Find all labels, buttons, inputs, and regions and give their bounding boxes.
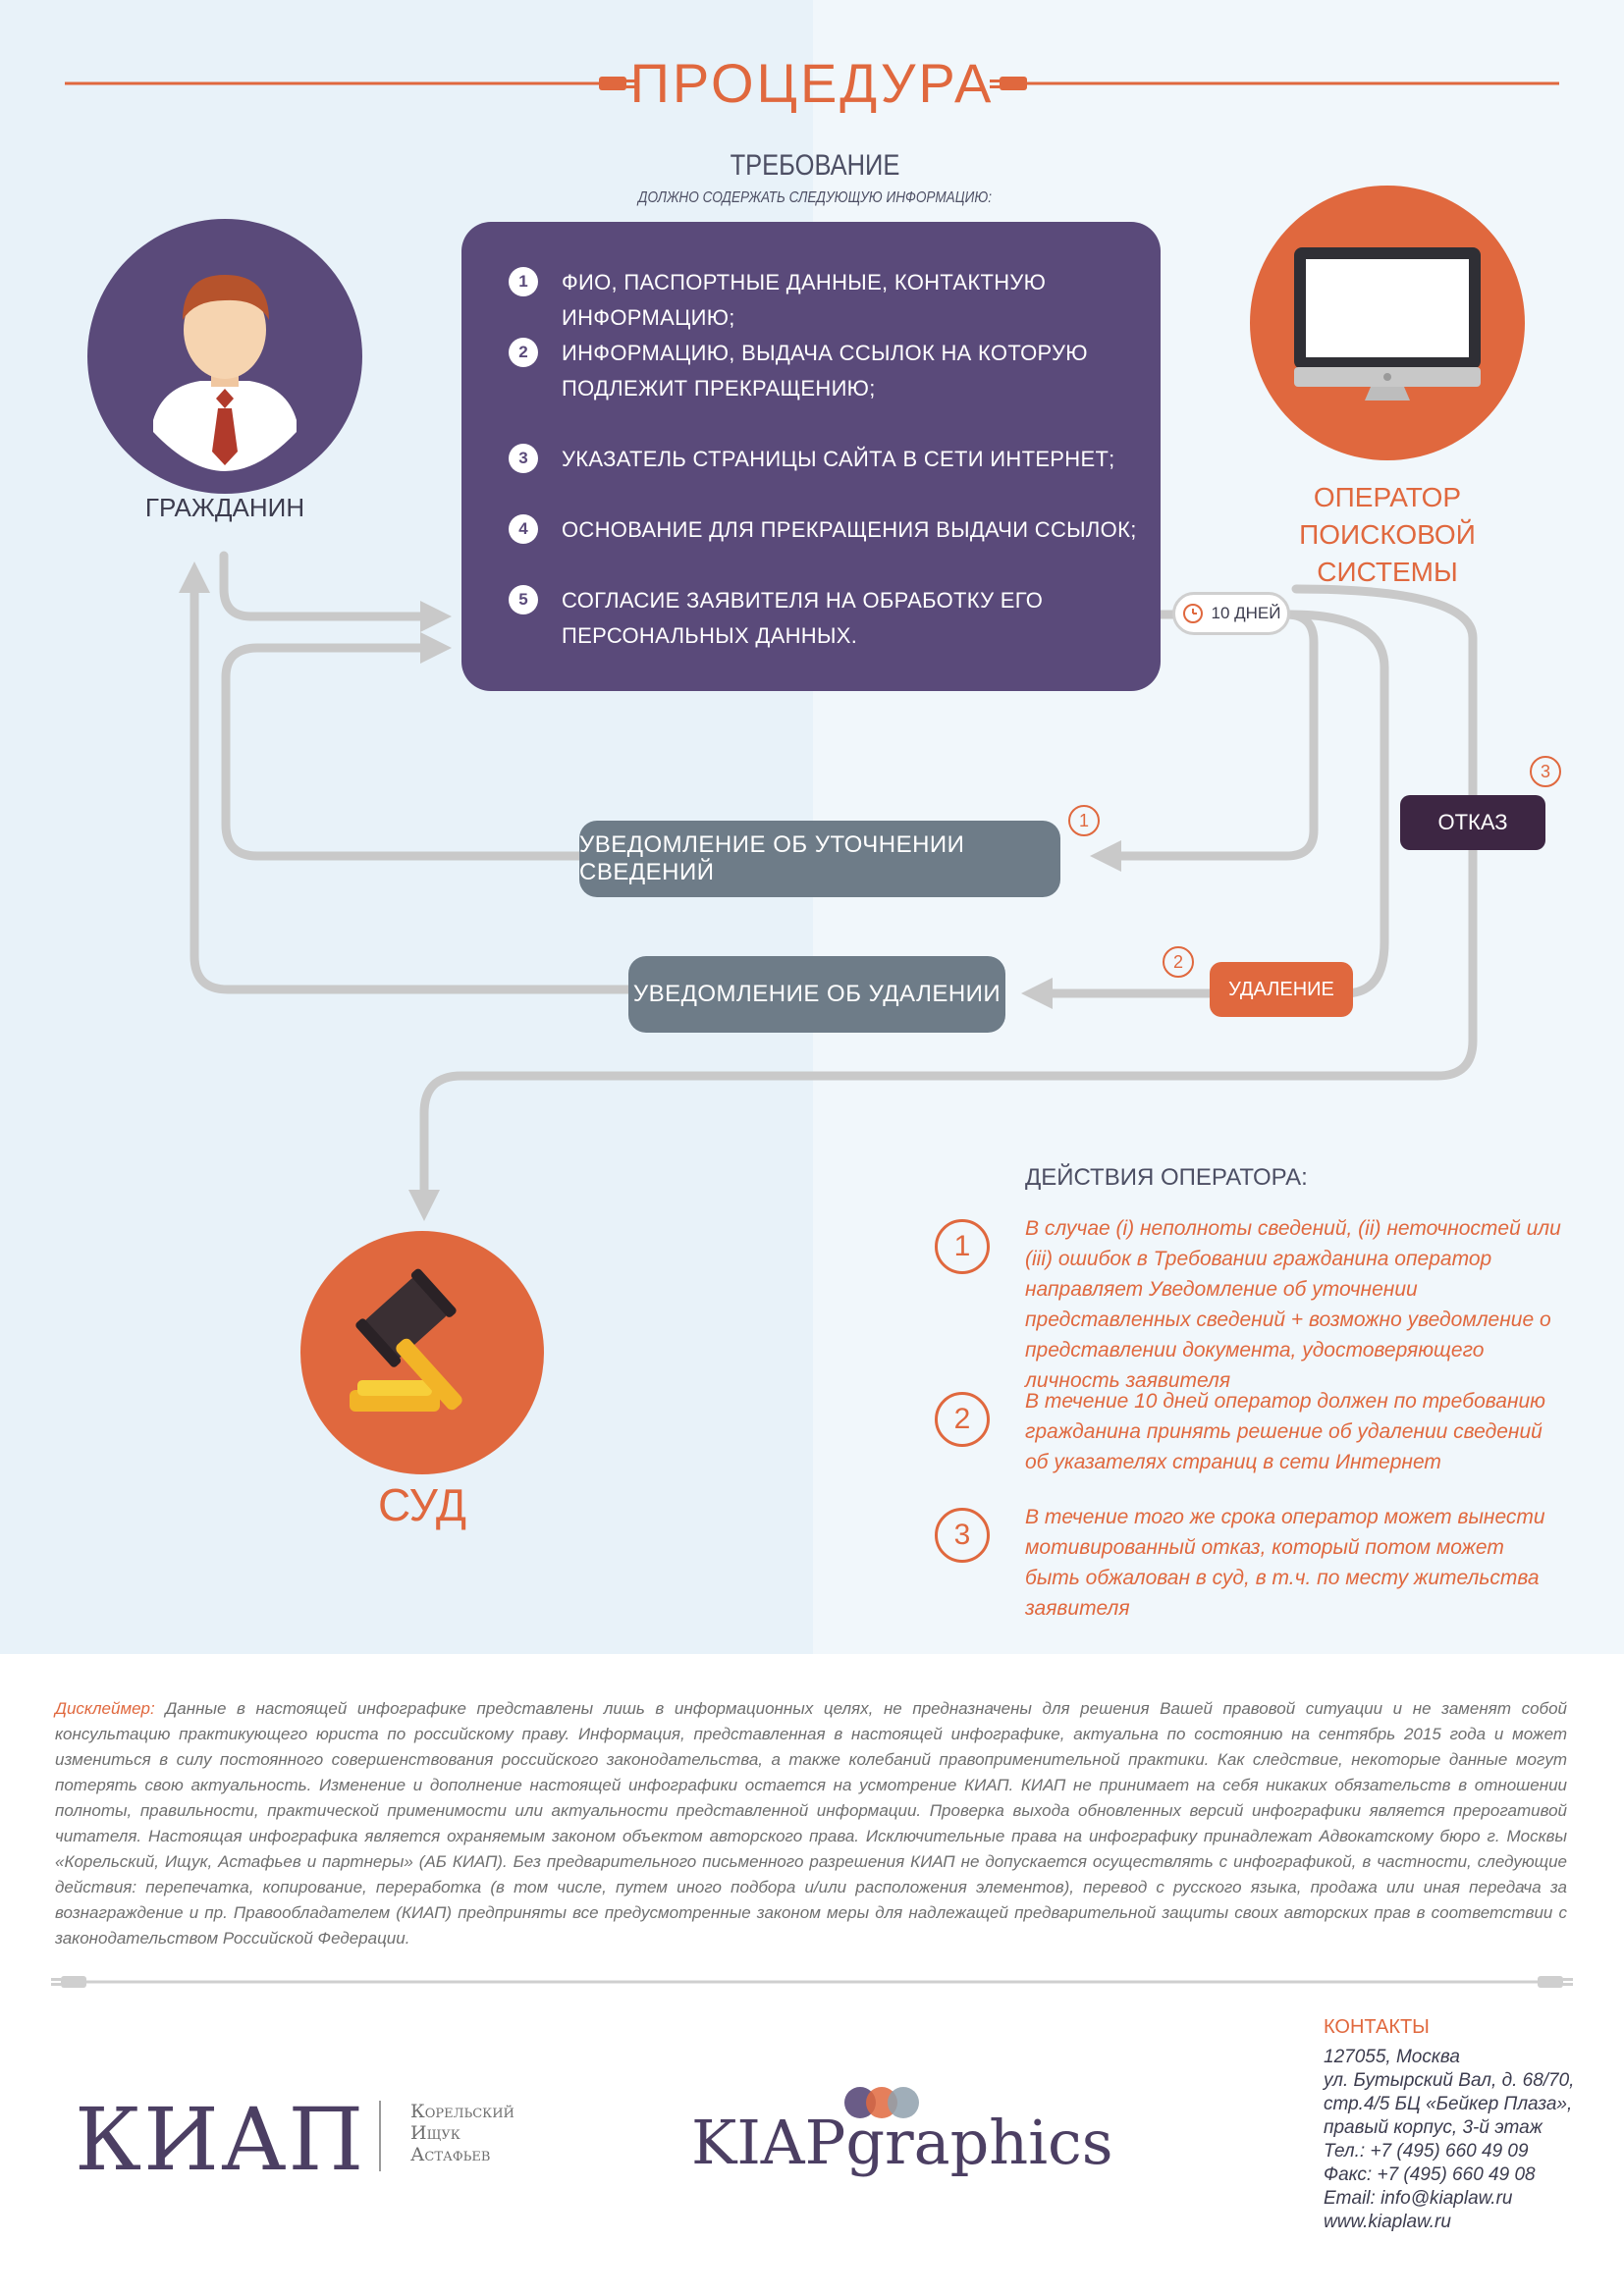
plug-left-icon <box>61 1976 86 1988</box>
contact-website[interactable]: www.kiaplaw.ru <box>1324 2212 1451 2232</box>
deadline-text: 10 ДНЕЙ <box>1211 604 1281 622</box>
requirement-item-text: согласие заявителя на обработку его перс… <box>562 588 1044 648</box>
arrow-clarify-loop <box>221 643 586 861</box>
action-text: В случае (i) неполноты сведений, (ii) не… <box>1025 1217 1561 1392</box>
operator-label: ОПЕРАТОР ПОИСКОВОЙ СИСТЕМЫ <box>1299 482 1476 587</box>
kiap-logo-subtitle: Корельский Ищук Астафьев <box>410 2101 514 2165</box>
requirement-title: ТРЕБОВАНИЕ <box>730 149 900 182</box>
deletion-pill: УДАЛЕНИЕ <box>1210 962 1353 1017</box>
action-item: 3 В течение того же срока оператор может… <box>935 1502 1563 1624</box>
flow-number-3: 3 <box>1530 756 1561 787</box>
requirement-item-text: ФИО, паспортные данные, контактную инфор… <box>562 270 1047 330</box>
action-number: 2 <box>935 1392 990 1447</box>
plug-right-icon <box>1538 1976 1563 1988</box>
citizen-avatar-icon <box>87 219 362 494</box>
requirement-item-number: 2 <box>509 338 538 367</box>
arrow-operator-delete <box>1285 610 1389 998</box>
contact-fax: Факс: +7 (495) 660 49 08 <box>1324 2164 1536 2185</box>
requirement-item-text: основание для прекращения выдачи ссылок; <box>562 517 1137 542</box>
contact-line: стр.4/5 БЦ «Бейкер Плаза», <box>1324 2094 1573 2114</box>
citizen-label: ГРАЖДАНИН <box>144 493 305 522</box>
flow-number-1: 1 <box>1068 805 1100 836</box>
contact-email[interactable]: Email: info@kiaplaw.ru <box>1324 2188 1513 2209</box>
footer-divider <box>51 1976 1573 1988</box>
requirement-item-number: 5 <box>509 585 538 614</box>
requirement-item: 5 согласие заявителя на обработку его пе… <box>509 583 1137 654</box>
arrow-citizen-to-request <box>219 551 429 621</box>
requirement-item: 4 основание для прекращения выдачи ссыло… <box>509 512 1137 548</box>
refusal-pill: ОТКАЗ <box>1400 795 1545 850</box>
action-number: 1 <box>935 1219 990 1274</box>
court-gavel-icon <box>300 1231 544 1474</box>
arrowhead-request <box>420 601 452 632</box>
notice-clarify-pill: УВЕДОМЛЕНИЕ ОБ УТОЧНЕНИИ СВЕДЕНИЙ <box>579 821 1060 897</box>
logo-divider <box>379 2101 381 2171</box>
arrow-delete-to-citizen <box>189 584 633 994</box>
requirement-item: 1 ФИО, паспортные данные, контактную инф… <box>509 265 1137 336</box>
disclaimer: Дисклеймер: Данные в настоящей инфографи… <box>55 1696 1567 1951</box>
plug-right-icon <box>1000 77 1027 90</box>
action-text: В течение 10 дней оператор должен по тре… <box>1025 1390 1545 1473</box>
requirement-item-text: информацию, выдача ссылок на которую под… <box>562 341 1088 400</box>
contact-line: ул. Бутырский Вал, д. 68/70, <box>1324 2070 1575 2091</box>
requirement-subtitle: должно содержать следующую информацию: <box>637 189 993 206</box>
requirement-item: 3 указатель страницы сайта в сети Интерн… <box>509 442 1137 477</box>
requirement-item-number: 1 <box>509 267 538 296</box>
contact-line: 127055, Москва <box>1324 2047 1460 2067</box>
action-item: 2 В течение 10 дней оператор должен по т… <box>935 1386 1563 1477</box>
deadline-badge: 10 ДНЕЙ <box>1172 592 1290 635</box>
requirement-item: 2 информацию, выдача ссылок на которую п… <box>509 336 1137 406</box>
requirement-item-text: указатель страницы сайта в сети Интернет… <box>562 447 1115 471</box>
contacts-title: КОНТАКТЫ <box>1324 2016 1430 2038</box>
plug-left-icon <box>599 77 626 90</box>
action-text: В течение того же срока оператор может в… <box>1025 1506 1545 1620</box>
notice-delete-pill: УВЕДОМЛЕНИЕ ОБ УДАЛЕНИИ <box>628 956 1005 1033</box>
operator-computer-icon <box>1250 186 1525 460</box>
requirement-item-number: 4 <box>509 514 538 544</box>
actions-title: ДЕЙСТВИЯ ОПЕРАТОРА: <box>1025 1164 1308 1191</box>
kiap-logo: КИАП <box>75 2089 366 2190</box>
disclaimer-label: Дисклеймер: <box>55 1699 155 1718</box>
flow-number-2: 2 <box>1163 946 1194 978</box>
court-label: СУД <box>377 1479 466 1530</box>
action-item: 1 В случае (i) неполноты сведений, (ii) … <box>935 1213 1563 1396</box>
contact-line: правый корпус, 3-й этаж <box>1324 2117 1543 2138</box>
flow-arrows <box>179 551 1478 1221</box>
contacts-block: 127055, Москва ул. Бутырский Вал, д. 68/… <box>1324 2046 1618 2234</box>
requirement-box: 1 ФИО, паспортные данные, контактную инф… <box>461 222 1161 691</box>
kiap-graphics-logo: KIAPgraphics <box>691 2107 1113 2178</box>
clock-icon <box>1182 604 1203 623</box>
graphics-logo-circles-icon <box>844 2087 919 2118</box>
title-decor <box>65 77 1559 90</box>
arrow-refusal-to-court <box>419 584 1478 1206</box>
disclaimer-text: Данные в настоящей инфографике представл… <box>55 1699 1567 1948</box>
arrowhead-citizen <box>179 561 210 593</box>
action-number: 3 <box>935 1508 990 1563</box>
page-title: ПРОЦЕДУРА <box>629 52 995 114</box>
arrowhead-court <box>408 1190 440 1221</box>
contact-phone: Тел.: +7 (495) 660 49 09 <box>1324 2141 1529 2162</box>
requirement-item-number: 3 <box>509 444 538 473</box>
